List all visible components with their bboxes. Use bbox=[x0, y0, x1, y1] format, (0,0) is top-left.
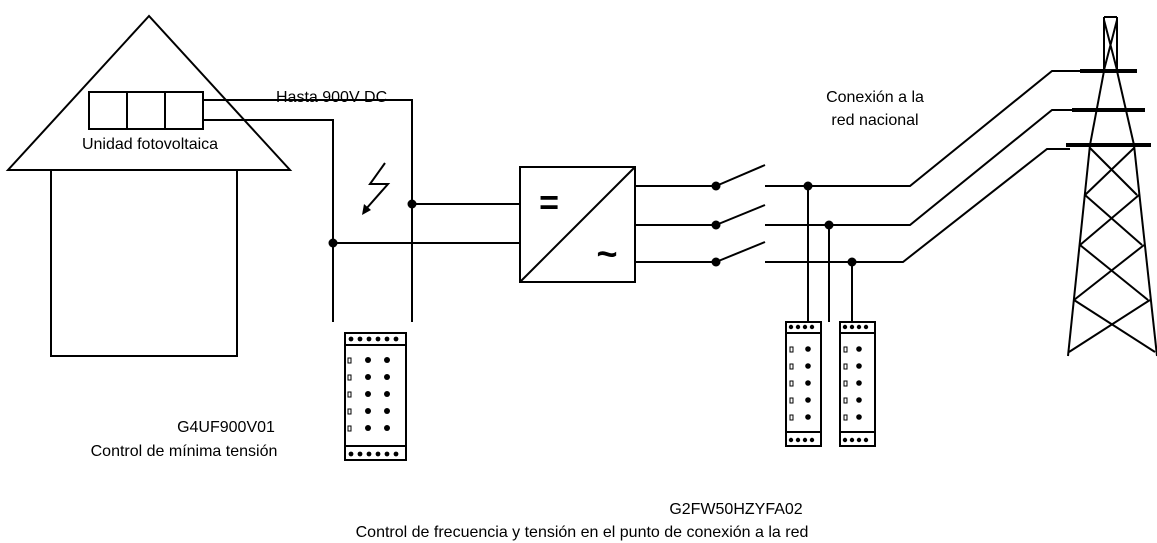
ac-wiring bbox=[635, 70, 1082, 322]
pv-panel bbox=[88, 91, 204, 130]
house: Unidad fotovoltaica bbox=[5, 14, 293, 357]
house-body bbox=[50, 169, 238, 357]
dc-positive-wire bbox=[203, 99, 413, 322]
junction-dot bbox=[328, 238, 338, 248]
device-left-description: Control de mínima tensión bbox=[91, 443, 278, 460]
line-l3 bbox=[765, 148, 1070, 263]
pv-unit-label: Unidad fotovoltaica bbox=[82, 136, 218, 153]
inverter-ac-symbol: ~ bbox=[596, 233, 617, 274]
switch-l3 bbox=[711, 241, 766, 267]
line-l1 bbox=[765, 70, 1082, 187]
switch-l1 bbox=[711, 164, 766, 191]
dc-voltage-label: Hasta 900V DC bbox=[276, 89, 387, 106]
lightning-icon bbox=[362, 162, 391, 215]
junction-dot bbox=[407, 199, 417, 209]
relay-module-frequency-1 bbox=[785, 321, 822, 447]
dc-wiring bbox=[203, 99, 520, 322]
relay-module-frequency-2 bbox=[839, 321, 876, 447]
relay-module-undervoltage bbox=[344, 332, 407, 461]
dc-negative-wire bbox=[203, 119, 334, 322]
device-left-model: G4UF900V01 bbox=[177, 419, 275, 436]
switch-l2 bbox=[711, 204, 766, 230]
device-right-model: G2FW50HZYFA02 bbox=[669, 501, 802, 518]
device-right-description: Control de frecuencia y tensión en el pu… bbox=[356, 524, 809, 541]
grid-connection-label-line2: red nacional bbox=[831, 112, 918, 129]
inverter-dc-symbol: = bbox=[539, 184, 559, 222]
line-l2 bbox=[765, 109, 1075, 226]
inverter-diagonal bbox=[519, 166, 636, 283]
control-dots bbox=[365, 357, 390, 431]
grid-connection-label-line1: Conexión a la bbox=[826, 89, 924, 106]
terminal-dots bbox=[348, 336, 399, 457]
inverter: = ~ bbox=[519, 166, 636, 283]
transmission-tower-icon bbox=[1066, 16, 1157, 357]
led-indicators bbox=[347, 357, 352, 432]
